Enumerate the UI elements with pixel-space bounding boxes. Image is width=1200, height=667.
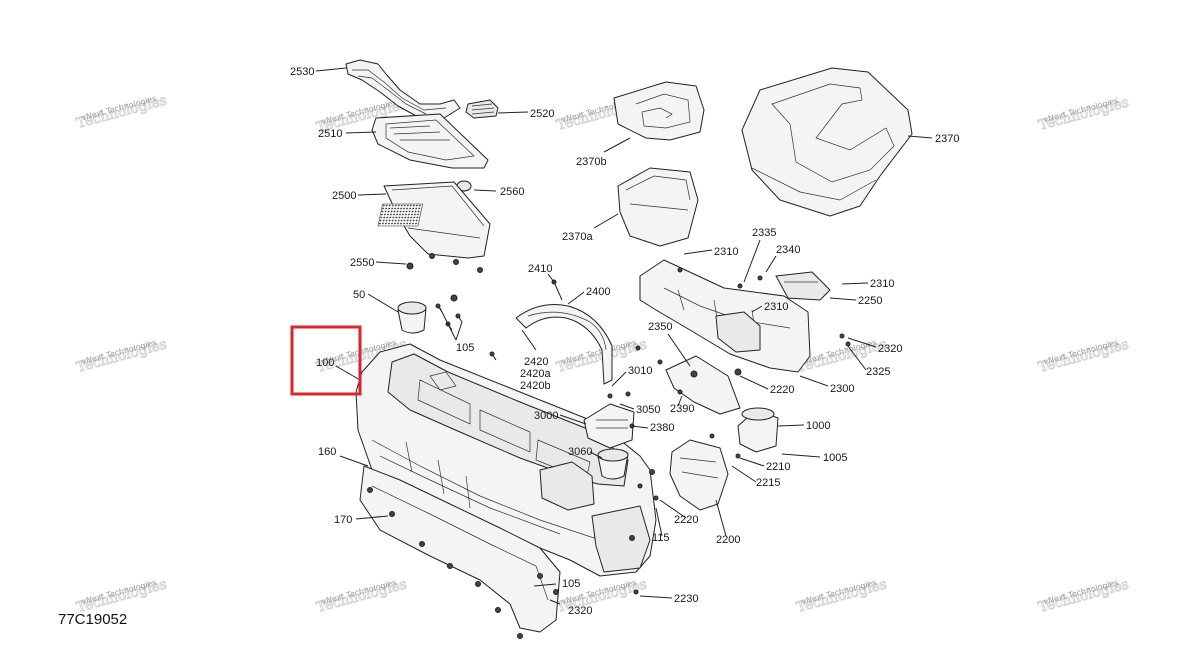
part-2250-bracket bbox=[775, 271, 831, 301]
callout-1005: 1005 bbox=[823, 452, 847, 464]
part-2500-bin bbox=[377, 181, 491, 259]
reference-number: 77C19052 bbox=[58, 611, 127, 628]
watermark: Technologies vNext Technologies bbox=[74, 336, 169, 376]
part-2410-bolt bbox=[551, 279, 563, 301]
part-1000-cupholder bbox=[737, 407, 779, 453]
callout-2220: 2220 bbox=[770, 384, 794, 396]
callout-2200: 2200 bbox=[716, 534, 740, 546]
callout-2560: 2560 bbox=[500, 186, 524, 198]
callout-2230: 2230 bbox=[674, 593, 698, 605]
part-2300-console bbox=[639, 259, 811, 373]
callout-2350: 2350 bbox=[648, 321, 672, 333]
callout-3000: 3000 bbox=[534, 410, 558, 422]
callout-2210: 2210 bbox=[766, 461, 790, 473]
leader-lines bbox=[315, 67, 933, 605]
part-3000-bracket bbox=[583, 403, 635, 449]
part-2370a-bin bbox=[617, 167, 699, 247]
callout-2380: 2380 bbox=[650, 422, 674, 434]
callout-2250: 2250 bbox=[858, 295, 882, 307]
callout-3050: 3050 bbox=[636, 404, 660, 416]
callout-2310-mid: 2310 bbox=[764, 301, 788, 313]
callout-2300: 2300 bbox=[830, 383, 854, 395]
highlight-box bbox=[290, 325, 362, 396]
callout-2370: 2370 bbox=[935, 133, 959, 145]
part-2530-rail bbox=[345, 59, 461, 119]
part-50-cupholder bbox=[397, 301, 427, 334]
watermark: Technologies vNext Technologies bbox=[74, 92, 169, 132]
callout-160: 160 bbox=[318, 446, 336, 458]
callout-2310: 2310 bbox=[714, 246, 738, 258]
callout-170: 170 bbox=[334, 514, 352, 526]
watermark: Technologies vNext Technologies bbox=[1036, 336, 1131, 376]
callout-2370b: 2370b bbox=[576, 156, 607, 168]
watermark: Technologies vNext Technologies bbox=[794, 576, 889, 616]
callout-105-lower: 105 bbox=[562, 578, 580, 590]
callout-2215: 2215 bbox=[756, 477, 780, 489]
callout-2420: 2420 bbox=[524, 356, 548, 368]
callout-2390: 2390 bbox=[670, 403, 694, 415]
callout-2420a: 2420a bbox=[520, 368, 551, 380]
parts-layer bbox=[345, 59, 913, 639]
callout-105: 105 bbox=[456, 342, 474, 354]
misc-fasteners bbox=[537, 267, 851, 595]
watermark: Technologies vNext Technologies bbox=[1036, 576, 1131, 616]
part-100-dashboard bbox=[355, 343, 657, 577]
callout-2520: 2520 bbox=[530, 108, 554, 120]
callout-2340: 2340 bbox=[776, 244, 800, 256]
fasteners-2550 bbox=[406, 253, 483, 302]
callout-3060: 3060 bbox=[568, 446, 592, 458]
clips-170 bbox=[367, 487, 523, 639]
watermark: Technologies vNext Technologies bbox=[74, 576, 169, 616]
part-2510-tray bbox=[371, 113, 489, 169]
callout-2220-lower: 2220 bbox=[674, 514, 698, 526]
callout-2320-lower: 2320 bbox=[568, 605, 592, 617]
callout-100: 100 bbox=[316, 357, 334, 369]
callout-115: 115 bbox=[652, 532, 670, 544]
callout-2410: 2410 bbox=[528, 263, 552, 275]
callout-2550: 2550 bbox=[350, 257, 374, 269]
callout-2510: 2510 bbox=[318, 128, 342, 140]
callout-2325: 2325 bbox=[866, 366, 890, 378]
callout-2320: 2320 bbox=[878, 343, 902, 355]
callout-1000: 1000 bbox=[806, 420, 830, 432]
callout-2500: 2500 bbox=[332, 190, 356, 202]
part-2350-cover bbox=[665, 355, 741, 415]
callout-labels: 2530 2520 2510 2500 2560 2550 50 105 100… bbox=[290, 66, 959, 617]
callout-2370a: 2370a bbox=[562, 231, 593, 243]
part-2370-large-lid bbox=[741, 67, 913, 217]
watermark: Technologies vNext Technologies bbox=[1036, 94, 1131, 134]
callout-2310-right: 2310 bbox=[870, 278, 894, 290]
callout-2335: 2335 bbox=[752, 227, 776, 239]
callout-2420b: 2420b bbox=[520, 380, 551, 392]
part-2400-grabbar bbox=[515, 304, 613, 385]
callout-2400: 2400 bbox=[586, 286, 610, 298]
callout-3010: 3010 bbox=[628, 365, 652, 377]
part-2520-latch bbox=[465, 99, 499, 119]
part-2370b-lid bbox=[613, 81, 705, 141]
watermark: Technologies vNext Technologies bbox=[314, 576, 409, 616]
part-3060-cup bbox=[597, 448, 629, 480]
callout-50: 50 bbox=[353, 289, 365, 301]
part-2200-sidepanel bbox=[669, 439, 729, 511]
callout-2530: 2530 bbox=[290, 66, 314, 78]
